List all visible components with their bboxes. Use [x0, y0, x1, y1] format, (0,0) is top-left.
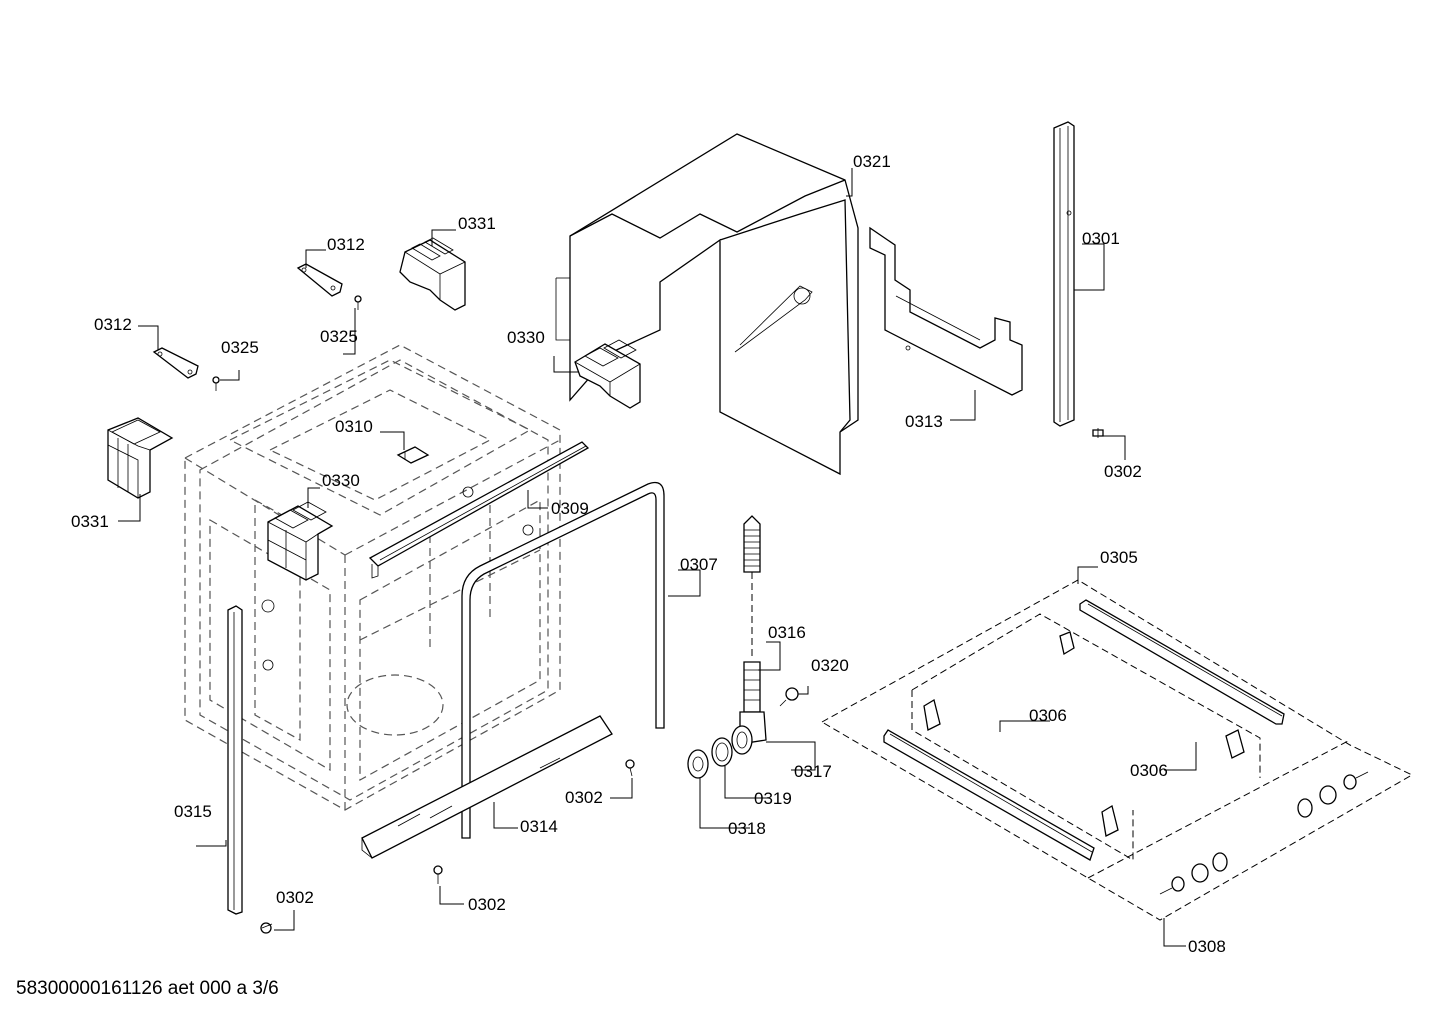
- document-id: 58300000161126 aet 000 a 3/6: [16, 978, 279, 999]
- label-0309: 0309: [551, 499, 589, 518]
- label-0302-center: 0302: [468, 895, 506, 914]
- fitting-0317: [731, 711, 767, 755]
- label-0331-left: 0331: [71, 512, 109, 531]
- label-0312-top: 0312: [327, 235, 365, 254]
- ring-0319: [711, 737, 733, 767]
- bracket-0312-left: [152, 347, 199, 379]
- label-0307: 0307: [680, 555, 718, 574]
- label-0312-left: 0312: [94, 315, 132, 334]
- label-0317: 0317: [794, 762, 832, 781]
- screw-0302-mid: [625, 759, 635, 777]
- label-0310: 0310: [335, 417, 373, 436]
- hose-0316: [743, 515, 761, 713]
- screw-0302-bottom-left: [260, 922, 273, 934]
- bottom-rail-0314: [361, 715, 613, 859]
- screw-0325-top: [354, 295, 362, 310]
- leader-lines: [118, 168, 1197, 947]
- mounting-block-0331-left: [107, 417, 174, 499]
- label-0316: 0316: [768, 623, 806, 642]
- label-0313: 0313: [905, 412, 943, 431]
- label-0302-mid: 0302: [565, 788, 603, 807]
- side-strip-0315: [227, 605, 243, 915]
- label-0325-left: 0325: [221, 338, 259, 357]
- label-0315: 0315: [174, 802, 212, 821]
- mounting-block-0331-top: [399, 237, 466, 311]
- label-0301: 0301: [1082, 229, 1120, 248]
- door-seal-0307: [461, 481, 665, 839]
- label-0320: 0320: [811, 656, 849, 675]
- label-0308: 0308: [1188, 937, 1226, 956]
- screw-0325-left: [212, 376, 220, 391]
- tub-body: [184, 344, 561, 811]
- vertical-strip-0301: [1053, 121, 1075, 427]
- label-0330-center: 0330: [507, 328, 545, 347]
- label-0325-top: 0325: [320, 327, 358, 346]
- label-0330-tub: 0330: [322, 471, 360, 490]
- screw-0302-right: [1092, 428, 1104, 438]
- rail-0309: [368, 441, 590, 579]
- feet-kit-0308: [1087, 739, 1369, 895]
- base-plate-0305: [820, 579, 1414, 921]
- mounting-block-0330-center: [574, 339, 641, 409]
- label-0331-top: 0331: [458, 214, 496, 233]
- mounting-block-0330-tub: [267, 501, 334, 581]
- clip-0310: [396, 446, 430, 464]
- label-0305: 0305: [1100, 548, 1138, 567]
- label-0306-b: 0306: [1130, 761, 1168, 780]
- side-panel-0313: [869, 226, 1023, 396]
- label-0321: 0321: [853, 152, 891, 171]
- bracket-0312-top: [296, 263, 343, 297]
- screw-0320: [779, 687, 799, 707]
- label-0302-right: 0302: [1104, 462, 1142, 481]
- label-0302-bottom-left: 0302: [276, 888, 314, 907]
- label-0314: 0314: [520, 817, 558, 836]
- part-labels: 0301 0302 0305 0306 0306 0307 0308 0309 …: [71, 152, 1226, 956]
- label-0306-a: 0306: [1029, 706, 1067, 725]
- disc-0318: [687, 749, 709, 779]
- label-0318: 0318: [728, 819, 766, 838]
- screw-0302-center: [433, 865, 443, 884]
- insulation-shell: [555, 133, 859, 476]
- label-0319: 0319: [754, 789, 792, 808]
